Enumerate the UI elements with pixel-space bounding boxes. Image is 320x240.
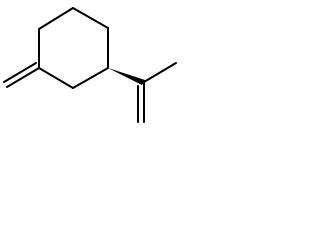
ring-bond xyxy=(72,7,109,29)
isopropenyl-group xyxy=(137,62,177,123)
methylidene-group xyxy=(3,62,40,88)
ring-bond xyxy=(38,7,74,30)
ring-bonds xyxy=(38,7,109,89)
ring-bond xyxy=(38,67,74,89)
wedge-stereo-bond xyxy=(108,68,145,85)
molecule-structure-drawing xyxy=(3,7,177,123)
methyl-bond xyxy=(143,62,177,83)
exocyclic-double-bond-line xyxy=(3,62,37,83)
ring-bond xyxy=(72,67,109,89)
exocyclic-double-bond-line xyxy=(6,67,40,88)
